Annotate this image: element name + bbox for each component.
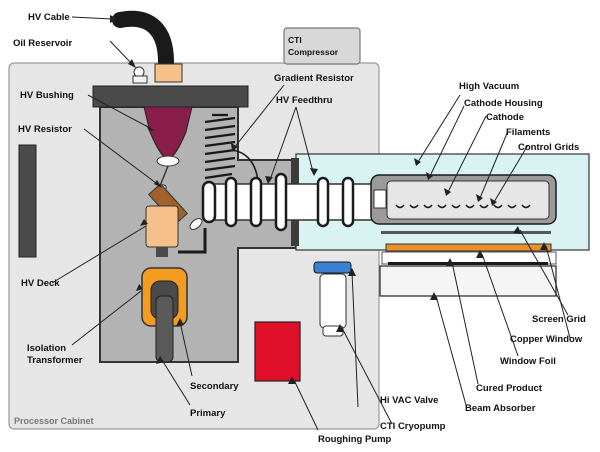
label-copper-window: Copper Window bbox=[510, 334, 583, 345]
label-filaments: Filaments bbox=[506, 127, 550, 138]
label-window-foil: Window Foil bbox=[500, 356, 556, 367]
label-cured-product: Cured Product bbox=[476, 383, 543, 394]
label-screen-grid: Screen Grid bbox=[532, 314, 586, 325]
label-high-vacuum: High Vacuum bbox=[459, 81, 519, 92]
cti-cryopump bbox=[319, 273, 347, 329]
deck-lead bbox=[178, 228, 207, 254]
cti-compressor-label-line2: Compressor bbox=[288, 47, 339, 57]
hi-vac-valve bbox=[313, 261, 352, 274]
screen-grid bbox=[381, 231, 551, 234]
label-cti-cryopump: CTI Cryopump bbox=[380, 421, 446, 432]
label-control-grids: Control Grids bbox=[518, 142, 579, 153]
label-primary: Primary bbox=[190, 408, 226, 419]
cti-compressor-label-line1: CTI bbox=[288, 35, 302, 45]
deck-connector bbox=[156, 247, 168, 257]
cured-product bbox=[388, 262, 548, 265]
label-hv-feedthru: HV Feedthru bbox=[276, 95, 333, 106]
cable-connector bbox=[154, 63, 183, 83]
label-hi-vac-valve: Hi VAC Valve bbox=[380, 395, 438, 406]
label-cathode-housing: Cathode Housing bbox=[464, 98, 543, 109]
bushing-tip bbox=[156, 155, 180, 167]
hv-resistor-bottom-cap bbox=[189, 218, 203, 230]
label-oil-reservoir: Oil Reservoir bbox=[13, 38, 72, 49]
label-hv-deck: HV Deck bbox=[21, 278, 60, 289]
label-beam-absorber: Beam Absorber bbox=[465, 403, 536, 414]
cti-compressor: CTI Compressor bbox=[283, 27, 361, 65]
transformer-primary bbox=[155, 295, 174, 363]
label-secondary: Secondary bbox=[190, 381, 239, 392]
side-flange-plate bbox=[18, 144, 37, 258]
cathode bbox=[386, 180, 550, 220]
column-rings bbox=[201, 172, 355, 232]
hv-cable bbox=[112, 10, 174, 70]
gradient-resistor bbox=[204, 113, 236, 180]
label-roughing-pump: Roughing Pump bbox=[318, 434, 392, 445]
hv-deck bbox=[145, 205, 179, 248]
label-hv-resistor: HV Resistor bbox=[18, 124, 72, 135]
arrowheads bbox=[110, 15, 548, 384]
filaments bbox=[395, 204, 531, 209]
label-isolation-line2: Transformer bbox=[27, 355, 83, 366]
label-hv-bushing: HV Bushing bbox=[20, 90, 74, 101]
label-gradient-resistor: Gradient Resistor bbox=[274, 73, 354, 84]
labels: HV Cable Oil Reservoir HV Bushing HV Res… bbox=[13, 12, 586, 445]
label-isolation-line1: Isolation bbox=[27, 343, 66, 354]
processor-cabinet-label: Processor Cabinet bbox=[14, 416, 94, 426]
resistor-lead bbox=[159, 165, 169, 187]
roughing-pump bbox=[254, 321, 301, 382]
copper-window bbox=[385, 243, 552, 252]
vessel-lid bbox=[92, 85, 249, 108]
label-hv-cable: HV Cable bbox=[28, 12, 70, 23]
label-cathode: Cathode bbox=[486, 112, 524, 123]
beam-absorber bbox=[379, 265, 557, 297]
oil-reservoir-base bbox=[132, 75, 148, 84]
housing-nose bbox=[373, 189, 387, 209]
